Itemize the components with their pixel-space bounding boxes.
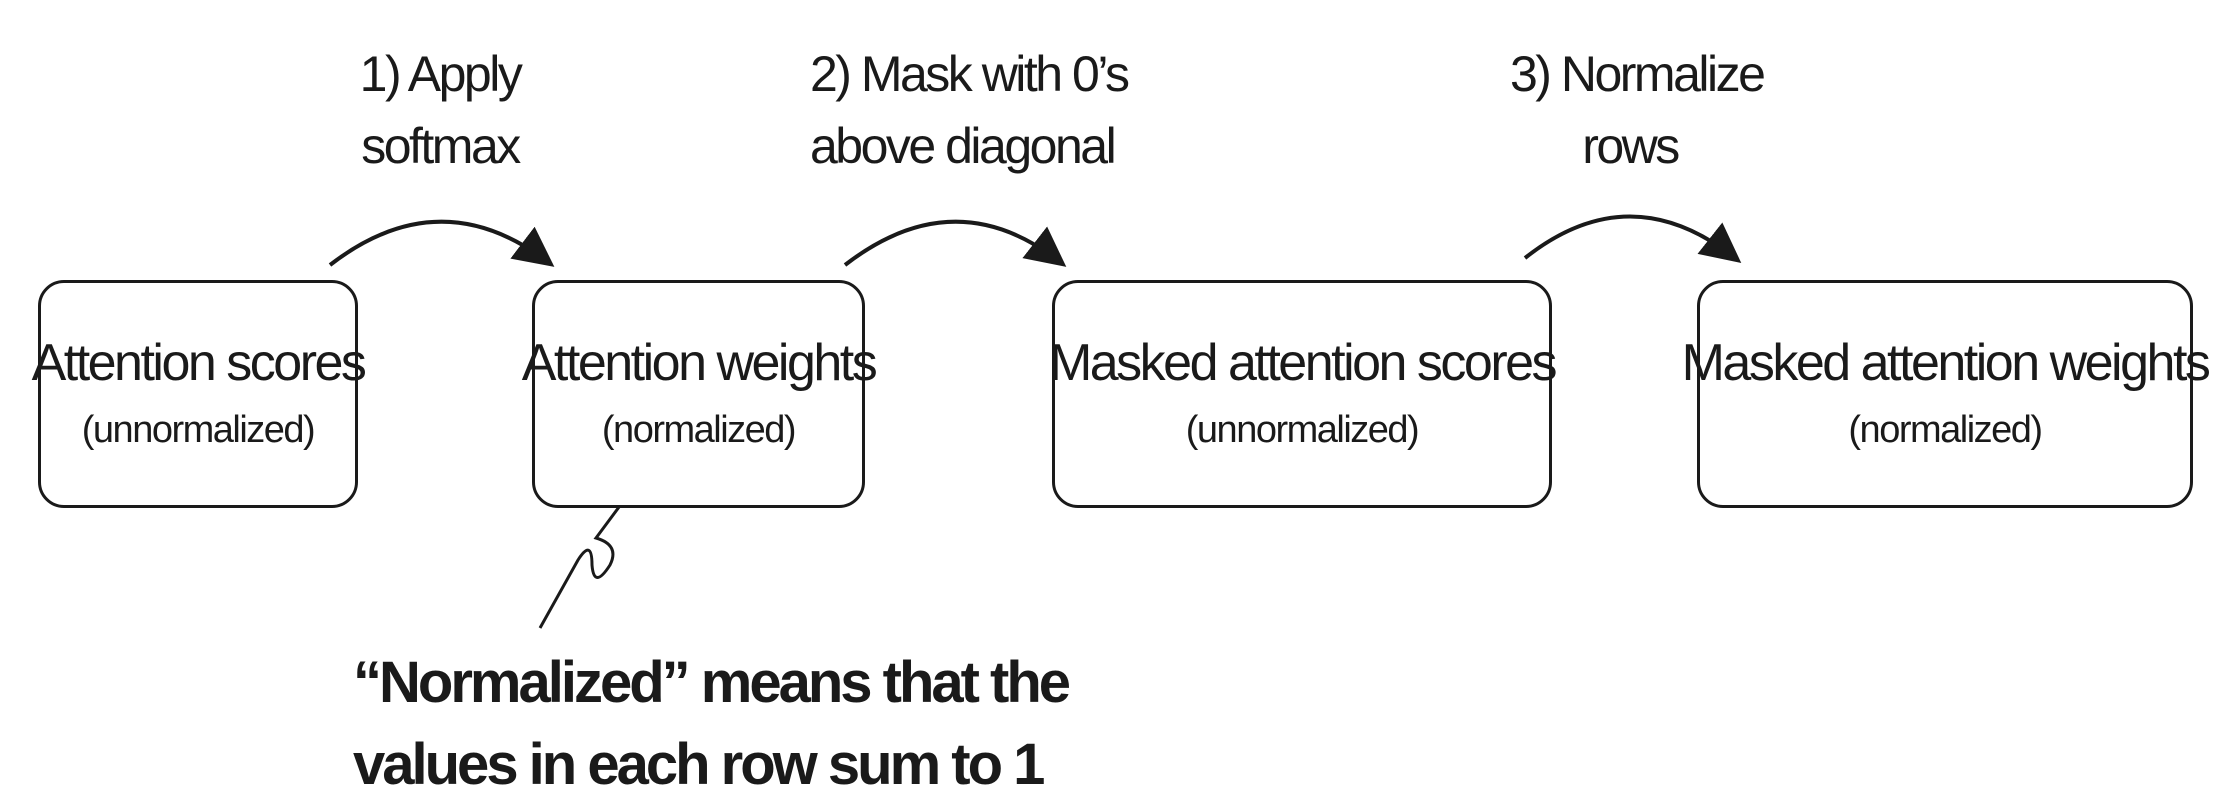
step-1-line1: 1) Apply xyxy=(359,46,523,102)
box-attention-scores: Attention scores (unnormalized) xyxy=(32,280,367,508)
box-title: Masked attention weights xyxy=(1681,334,2211,393)
box-title: Masked attention scores xyxy=(1048,334,1558,393)
step-3-label: 3) Normalize rows xyxy=(1510,38,1766,182)
step-2-label: 2) Mask with 0’s above diagonal xyxy=(810,38,1130,182)
step-3-line1: 3) Normalize xyxy=(1510,46,1766,102)
step-2-line2: above diagonal xyxy=(810,118,1117,174)
step-1-label: 1) Apply softmax xyxy=(340,38,540,182)
box-subtitle: (unnormalized) xyxy=(81,409,316,452)
arrow-step-1 xyxy=(328,219,555,267)
note-pointer-arrow xyxy=(538,467,649,629)
box-title: Attention scores xyxy=(31,334,367,393)
box-attention-weights: Attention weights (normalized) xyxy=(522,280,878,508)
note-line2: values in each row sum to 1 xyxy=(353,732,1045,797)
note-line1: “Normalized” means that the xyxy=(353,650,1071,715)
box-masked-attention-weights: Masked attention weights (normalized) xyxy=(1682,280,2211,508)
box-subtitle: (unnormalized) xyxy=(1185,409,1420,452)
step-1-line2: softmax xyxy=(361,118,521,174)
step-3-line2: rows xyxy=(1582,118,1680,174)
arrow-step-3 xyxy=(1523,214,1742,263)
normalized-note: “Normalized” means that the values in ea… xyxy=(353,642,1071,806)
step-2-line1: 2) Mask with 0’s xyxy=(810,46,1130,102)
box-title: Attention weights xyxy=(521,334,878,393)
box-masked-attention-scores: Masked attention scores (unnormalized) xyxy=(1048,280,1558,508)
box-subtitle: (normalized) xyxy=(1848,409,2043,452)
box-subtitle: (normalized) xyxy=(601,409,797,452)
arrow-step-2 xyxy=(843,219,1067,267)
